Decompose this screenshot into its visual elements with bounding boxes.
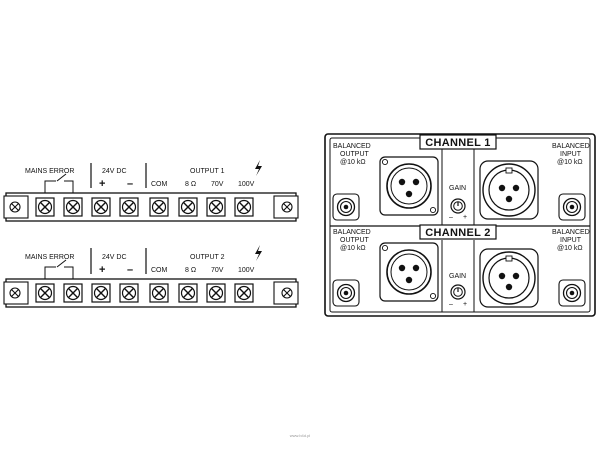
output-label: BALANCED: [333, 143, 371, 150]
gain-knob-icon[interactable]: [450, 198, 466, 214]
end-screw-icon: [9, 201, 21, 213]
input-jack-icon[interactable]: [558, 279, 586, 307]
output-impedance: @10 kΩ: [340, 159, 366, 166]
gain-plus: +: [463, 301, 467, 308]
terminal-screw-icon[interactable]: [149, 283, 169, 303]
output-jack-icon[interactable]: [332, 193, 360, 221]
dc-plus: +: [99, 178, 105, 190]
terminal-screw-icon[interactable]: [35, 197, 55, 217]
input-label: BALANCED: [552, 143, 590, 150]
input-impedance: @10 kΩ: [557, 245, 583, 252]
terminal-screw-icon[interactable]: [234, 197, 254, 217]
terminal-screw-icon[interactable]: [63, 283, 83, 303]
xlr-input-socket-icon[interactable]: [479, 160, 539, 220]
output-label: OUTPUT 1: [190, 168, 225, 175]
input-label: INPUT: [560, 151, 582, 158]
terminal-screw-icon[interactable]: [178, 197, 198, 217]
input-impedance: @10 kΩ: [557, 159, 583, 166]
dc-minus: –: [127, 264, 133, 276]
terminal-screw-icon[interactable]: [206, 283, 226, 303]
end-screw-icon: [281, 201, 293, 213]
terminal-block-1: MAINS ERROR 24V DC OUTPUT 1 + – COM 8 Ω …: [3, 160, 299, 222]
input-label: BALANCED: [552, 229, 590, 236]
terminal-screw-icon[interactable]: [91, 283, 111, 303]
dc-minus: –: [127, 178, 133, 190]
channel-2: CHANNEL 2 BALANCED OUTPUT @10 kΩ BALANCE…: [332, 224, 590, 312]
dc-label: 24V DC: [102, 168, 127, 175]
gain-label: GAIN: [449, 273, 466, 280]
tap-8-label: 8 Ω: [185, 181, 196, 188]
input-label: INPUT: [560, 237, 582, 244]
output-label: OUTPUT: [340, 237, 370, 244]
tap-70-label: 70V: [211, 181, 224, 188]
com-label: COM: [151, 181, 168, 188]
channel-panel: CHANNEL 1 BALANCED OUTPUT @10 kΩ BALANCE…: [324, 133, 596, 317]
terminal-block-2: MAINS ERROR 24V DC OUTPUT 2 + – COM 8 Ω …: [3, 245, 299, 308]
gain-label: GAIN: [449, 185, 466, 192]
xlr-output-socket-icon[interactable]: [379, 156, 439, 216]
relay-switch-icon: [44, 173, 74, 193]
channel-1: CHANNEL 1 BALANCED OUTPUT @10 kΩ BALANCE…: [332, 134, 590, 226]
output-label: BALANCED: [333, 229, 371, 236]
tap-100-label: 100V: [238, 267, 255, 274]
terminal-screw-icon[interactable]: [234, 283, 254, 303]
channel-title: CHANNEL 1: [425, 137, 490, 149]
end-screw-icon: [9, 287, 21, 299]
com-label: COM: [151, 267, 168, 274]
relay-switch-icon: [44, 259, 74, 279]
terminal-screw-icon[interactable]: [149, 197, 169, 217]
input-jack-icon[interactable]: [558, 193, 586, 221]
tap-100-label: 100V: [238, 181, 255, 188]
terminal-screw-icon[interactable]: [206, 197, 226, 217]
end-screw-icon: [281, 287, 293, 299]
mains-error-label: MAINS ERROR: [25, 254, 74, 261]
terminal-screw-icon[interactable]: [119, 283, 139, 303]
dc-label: 24V DC: [102, 254, 127, 261]
tap-8-label: 8 Ω: [185, 267, 196, 274]
output-impedance: @10 kΩ: [340, 245, 366, 252]
terminal-screw-icon[interactable]: [91, 197, 111, 217]
lightning-icon: [255, 160, 262, 176]
mains-error-label: MAINS ERROR: [25, 168, 74, 175]
xlr-input-socket-icon[interactable]: [479, 248, 539, 308]
terminal-screw-icon[interactable]: [178, 283, 198, 303]
gain-knob-icon[interactable]: [450, 284, 466, 300]
terminal-screw-icon[interactable]: [35, 283, 55, 303]
terminal-screw-icon[interactable]: [119, 197, 139, 217]
tap-70-label: 70V: [211, 267, 224, 274]
output-label: OUTPUT 2: [190, 254, 225, 261]
channel-title: CHANNEL 2: [425, 227, 490, 239]
watermark: www.b4d.pl: [290, 433, 311, 438]
output-jack-icon[interactable]: [332, 279, 360, 307]
gain-minus: –: [449, 214, 453, 221]
dc-plus: +: [99, 264, 105, 276]
gain-minus: –: [449, 301, 453, 308]
lightning-icon: [255, 245, 262, 261]
terminal-screw-icon[interactable]: [63, 197, 83, 217]
gain-plus: +: [463, 214, 467, 221]
xlr-output-socket-icon[interactable]: [379, 242, 439, 302]
output-label: OUTPUT: [340, 151, 370, 158]
